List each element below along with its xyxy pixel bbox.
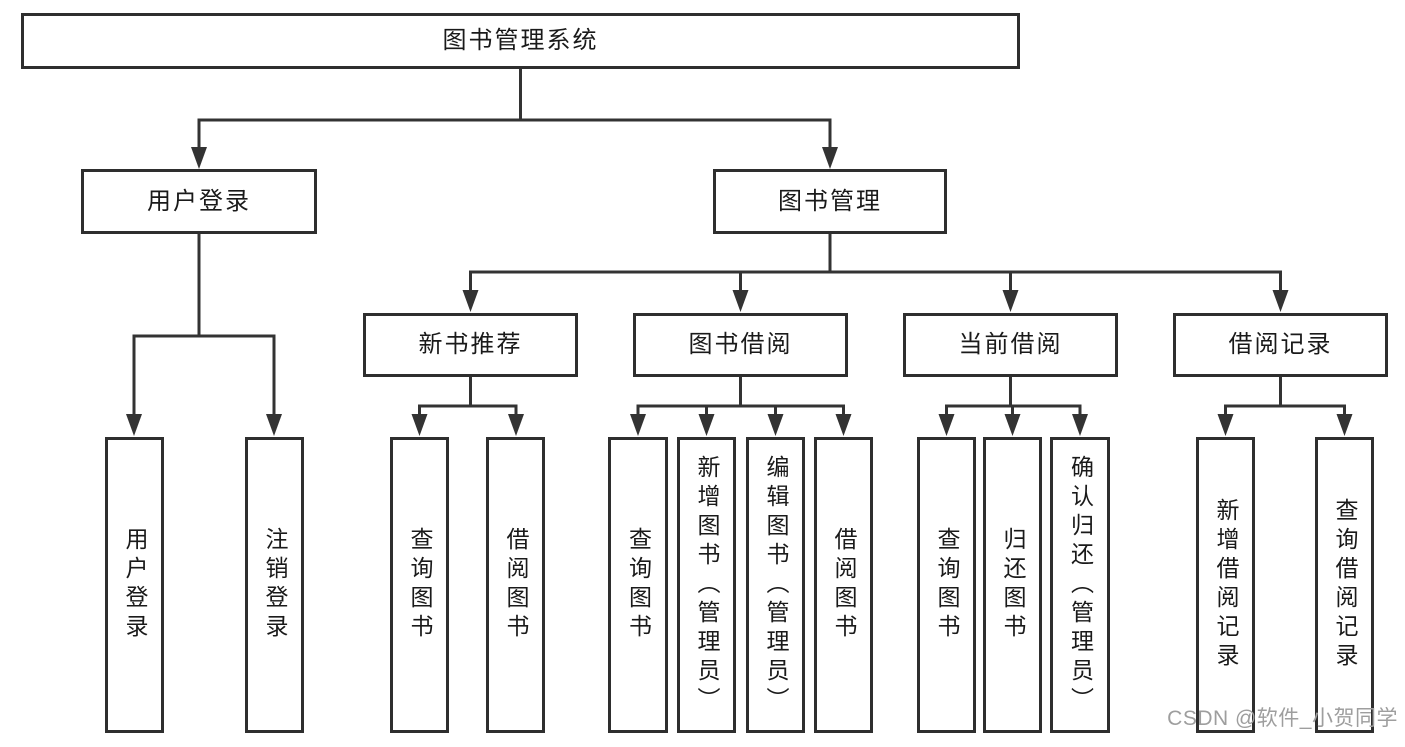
- node-book-management-label: 图书管理: [778, 187, 882, 215]
- leaf-borrow-add-book-admin: 新增图书（管理员）: [677, 437, 736, 733]
- node-borrow-records: 借阅记录: [1173, 313, 1388, 377]
- leaf-borrow-query-book-label: 查询图书: [625, 527, 652, 643]
- leaf-borrow-edit-book-admin-label: 编辑图书（管理员）: [763, 454, 789, 716]
- arrowhead: [1002, 290, 1019, 312]
- leaf-recommend-borrow-book: 借阅图书: [486, 437, 545, 733]
- arrowhead: [1336, 414, 1353, 436]
- leaf-current-query-book-label: 查询图书: [934, 527, 960, 643]
- connector-book-borrow: [636, 375, 845, 426]
- arrowhead: [630, 414, 646, 436]
- arrowhead: [126, 414, 142, 436]
- leaf-recommend-query-book: 查询图书: [390, 437, 449, 733]
- leaf-current-return-book-label: 归还图书: [1000, 527, 1026, 643]
- node-borrow-records-label: 借阅记录: [1228, 331, 1333, 358]
- arrowhead: [462, 290, 479, 312]
- leaf-records-add-record-label: 新增借阅记录: [1213, 498, 1239, 672]
- leaf-current-return-book: 归还图书: [983, 437, 1042, 733]
- node-user-login-label: 用户登录: [147, 187, 251, 215]
- arrowhead: [822, 147, 838, 169]
- leaf-current-confirm-return-admin: 确认归还（管理员）: [1050, 437, 1110, 733]
- arrowhead: [938, 414, 955, 436]
- connector-root: [197, 67, 832, 159]
- leaf-user-login: 用户登录: [105, 437, 164, 733]
- arrowhead: [411, 414, 428, 436]
- arrowhead: [1217, 414, 1234, 436]
- leaf-records-query-record: 查询借阅记录: [1315, 437, 1374, 733]
- node-user-login: 用户登录: [81, 169, 317, 234]
- arrowhead: [191, 147, 207, 169]
- leaf-user-login-label: 用户登录: [122, 527, 148, 643]
- node-new-book-recommend: 新书推荐: [363, 313, 578, 377]
- arrowhead: [508, 414, 524, 436]
- leaf-borrow-query-book: 查询图书: [608, 437, 668, 733]
- leaf-borrow-edit-book-admin: 编辑图书（管理员）: [746, 437, 805, 733]
- node-library-system-label: 图书管理系统: [442, 27, 599, 54]
- leaf-borrow-add-book-admin-label: 新增图书（管理员）: [694, 454, 720, 716]
- connector-book-management: [469, 232, 1282, 302]
- arrowhead: [1072, 414, 1088, 436]
- arrowhead: [835, 414, 852, 436]
- leaf-records-add-record: 新增借阅记录: [1196, 437, 1255, 733]
- leaf-current-confirm-return-admin-label: 确认归还（管理员）: [1067, 454, 1094, 716]
- leaf-borrow-borrow-book-label: 借阅图书: [831, 527, 857, 643]
- leaf-logout-label: 注销登录: [262, 527, 288, 643]
- arrowhead: [1004, 414, 1021, 436]
- leaf-records-query-record-label: 查询借阅记录: [1332, 498, 1358, 672]
- arrowhead: [1272, 290, 1289, 312]
- node-book-borrow: 图书借阅: [633, 313, 848, 377]
- leaf-logout: 注销登录: [245, 437, 304, 733]
- leaf-recommend-query-book-label: 查询图书: [407, 527, 433, 643]
- node-current-borrow-label: 当前借阅: [958, 331, 1063, 358]
- arrowhead: [767, 414, 784, 436]
- leaf-recommend-borrow-book-label: 借阅图书: [503, 527, 529, 643]
- node-book-borrow-label: 图书借阅: [688, 331, 793, 358]
- connector-user-login: [132, 232, 276, 426]
- node-current-borrow: 当前借阅: [903, 313, 1118, 377]
- connector-new-book: [418, 375, 518, 426]
- arrowhead: [266, 414, 282, 436]
- node-book-management: 图书管理: [713, 169, 947, 234]
- arrowhead: [698, 414, 715, 436]
- arrowhead: [732, 290, 749, 312]
- node-new-book-recommend-label: 新书推荐: [418, 331, 523, 358]
- leaf-current-query-book: 查询图书: [917, 437, 976, 733]
- leaf-borrow-borrow-book: 借阅图书: [814, 437, 873, 733]
- node-library-system: 图书管理系统: [21, 13, 1020, 69]
- connector-borrow-records: [1224, 375, 1346, 426]
- watermark-text: CSDN @软件_小贺同学: [1167, 707, 1398, 730]
